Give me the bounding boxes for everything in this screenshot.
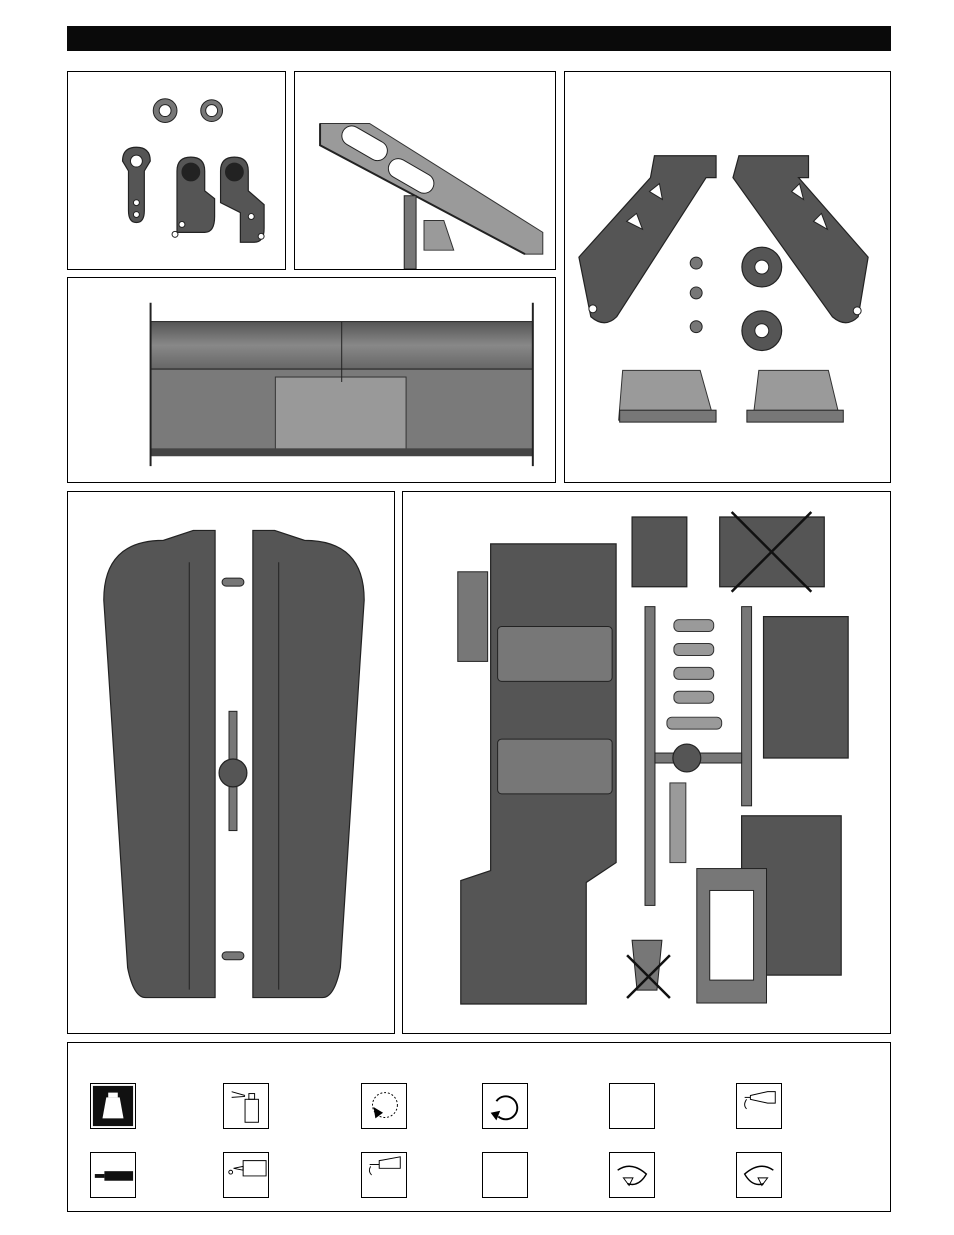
- glue-tube-icon: [361, 1152, 407, 1198]
- side-guard-pair-icon: [68, 492, 394, 1033]
- wing-stays-panel: [564, 71, 891, 483]
- rear-wing-icon: [68, 278, 555, 482]
- wing-stay-set-icon: [565, 72, 890, 482]
- legend-panel: [67, 1042, 891, 1212]
- grease-tube-icon: [736, 1083, 782, 1129]
- blank-box-icon: [482, 1152, 528, 1198]
- wing-mount-detail-panel: [294, 71, 556, 270]
- rotate-left-icon: [482, 1083, 528, 1129]
- radio-tray-tree-panel: [402, 491, 891, 1034]
- tighten-dial-icon: [361, 1083, 407, 1129]
- oil-spray-icon: [223, 1083, 269, 1129]
- radio-tray-parts-tree-icon: [403, 492, 890, 1033]
- turn-clockwise-icon: [609, 1152, 655, 1198]
- steering-parts-panel: [67, 71, 286, 270]
- turn-counterclockwise-icon: [736, 1152, 782, 1198]
- blank-box-icon: [609, 1083, 655, 1129]
- header-bar: [67, 26, 891, 51]
- steering-arm-parts-icon: [68, 72, 285, 269]
- rear-wing-panel: [67, 277, 556, 483]
- wing-mount-detail-icon: [295, 72, 555, 269]
- side-guards-panel: [67, 491, 395, 1034]
- oil-bottle-icon: [223, 1152, 269, 1198]
- thread-lock-icon: [90, 1152, 136, 1198]
- weight-icon: [90, 1083, 136, 1129]
